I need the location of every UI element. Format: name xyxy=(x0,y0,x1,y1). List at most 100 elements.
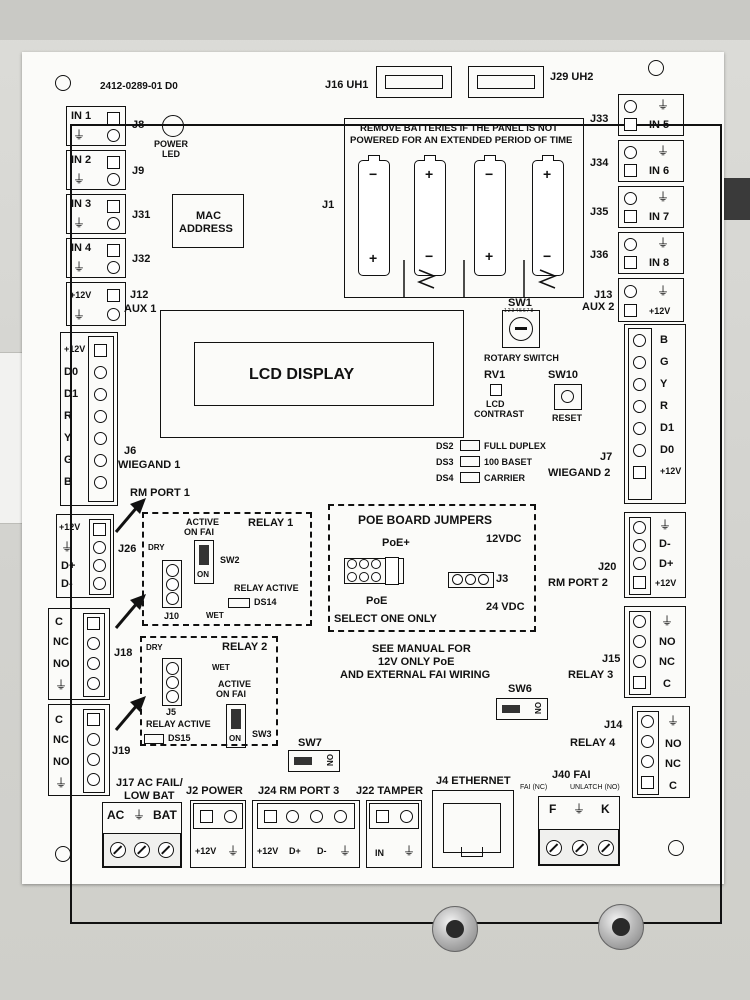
battery-cell-3: − + xyxy=(474,155,506,276)
relay3-label: RELAY 3 xyxy=(568,669,614,681)
ds2-led xyxy=(460,440,480,451)
sw6-label: SW6 xyxy=(508,683,532,695)
ground-icon: ⏚ xyxy=(73,216,86,230)
pin-round xyxy=(633,378,646,391)
j22-pin-in: IN xyxy=(375,848,384,858)
j14-label: J14 xyxy=(604,719,623,731)
pin-square xyxy=(624,164,637,177)
pin-round xyxy=(624,285,637,298)
j18-terminal: C NC NO ⏚ xyxy=(48,608,110,700)
pin-round xyxy=(166,676,179,689)
pin-round xyxy=(641,715,654,728)
pin-label: G xyxy=(660,356,669,368)
j2-label: J2 POWER xyxy=(186,785,243,797)
standoff-left xyxy=(432,906,478,952)
j40-terminal: F ⏚ K xyxy=(538,796,620,866)
sw7-switch: ON xyxy=(288,750,340,772)
relay1-block xyxy=(142,512,312,626)
pin-label: +12V xyxy=(64,344,86,354)
pin-square xyxy=(87,617,100,630)
pin-round xyxy=(87,677,100,690)
pin-label: D1 xyxy=(64,388,79,400)
mount-hole-top-right xyxy=(648,60,664,76)
pin-round xyxy=(94,454,107,467)
pin-label: B xyxy=(64,476,72,488)
lcd-outline xyxy=(160,310,464,438)
terminal-aux2: ⏚ +12V xyxy=(618,278,684,322)
relay2-title: RELAY 2 xyxy=(222,641,268,653)
pin-round xyxy=(633,615,646,628)
pin-round xyxy=(633,422,646,435)
enclosure-top-edge xyxy=(0,0,750,40)
pin-round xyxy=(633,356,646,369)
ds3-led xyxy=(460,456,480,467)
plus-sign: + xyxy=(543,166,552,182)
j31-label: J31 xyxy=(132,209,151,221)
relay2-active-label: RELAY ACTIVE xyxy=(146,719,211,729)
pin-square xyxy=(624,118,637,131)
screw-icon xyxy=(598,840,614,856)
relay3-pin-c: C xyxy=(663,678,671,690)
j10-jumper xyxy=(162,560,182,608)
pin-round xyxy=(465,574,476,585)
battery-cell-1: − + xyxy=(358,155,390,276)
ground-icon: ⏚ xyxy=(73,172,86,186)
j29-label: J29 UH2 xyxy=(550,71,594,83)
j17-label-1: J17 AC FAIL/ xyxy=(116,777,183,789)
pin-square xyxy=(107,112,120,125)
mount-hole-top-left xyxy=(55,75,71,91)
pin-round xyxy=(633,655,646,668)
pin-round xyxy=(166,592,179,605)
j36-label: J36 xyxy=(590,249,609,261)
pin-square xyxy=(200,810,213,823)
screw-icon xyxy=(546,840,562,856)
wiegand1-terminal xyxy=(60,332,118,506)
relay2-active-2: ON FAI xyxy=(216,689,247,699)
pin-round xyxy=(633,521,646,534)
j17-terminal: AC ⏚ BAT xyxy=(102,802,182,868)
j19-terminal: C NC NO ⏚ xyxy=(48,704,110,796)
pin-round xyxy=(359,559,369,569)
ds4-text: CARRIER xyxy=(484,473,526,483)
terminal-in5: ⏚ IN 5 xyxy=(618,94,684,136)
ground-icon: ⏚ xyxy=(573,802,586,816)
rm2-pin-column xyxy=(629,517,651,595)
terminal-in1: IN 1 ⏚ xyxy=(66,106,126,146)
pin-round xyxy=(87,657,100,670)
pin-label: Y xyxy=(660,378,668,390)
j17-pin-bat: BAT xyxy=(153,808,177,822)
j24-pin-dminus: D- xyxy=(317,846,327,856)
pin-label: R xyxy=(64,410,72,422)
rm1-pin-12v: +12V xyxy=(59,522,81,532)
pin-square xyxy=(107,244,120,257)
plus-sign: + xyxy=(425,166,434,182)
mac-address-box: MAC ADDRESS xyxy=(172,194,244,248)
pin-round xyxy=(107,173,120,186)
relay4-label: RELAY 4 xyxy=(570,737,616,749)
poe-jumpers-block xyxy=(328,504,536,632)
pin-round xyxy=(624,192,637,205)
poe-label: PoE xyxy=(366,595,388,607)
pin-square xyxy=(624,304,637,317)
j24-pin-dplus: D+ xyxy=(289,846,301,856)
pin-square xyxy=(94,344,107,357)
pin-round xyxy=(94,476,107,489)
pin-round xyxy=(166,578,179,591)
ground-icon: ⏚ xyxy=(657,190,670,204)
pin-square xyxy=(107,289,120,302)
relay1-active-2: ON FAI xyxy=(184,527,215,537)
sw3-dip-switch: ON xyxy=(226,704,246,748)
j17-screw-block xyxy=(103,833,181,867)
terminal-in4: IN 4 ⏚ xyxy=(66,238,126,278)
mount-hole-bottom-right xyxy=(668,840,684,856)
rm1-pin-dplus: D+ xyxy=(61,560,76,572)
power-led-icon xyxy=(162,115,184,137)
screw-icon xyxy=(158,842,174,858)
poe-jumper-header xyxy=(344,557,404,585)
j40-pin-k: K xyxy=(601,802,610,816)
mount-hole-bottom-left xyxy=(55,846,71,862)
j7-label: J7 xyxy=(600,451,613,463)
rotary-switch xyxy=(502,310,540,348)
ds15-label: DS15 xyxy=(168,733,191,743)
j2-pin-row xyxy=(193,803,243,829)
